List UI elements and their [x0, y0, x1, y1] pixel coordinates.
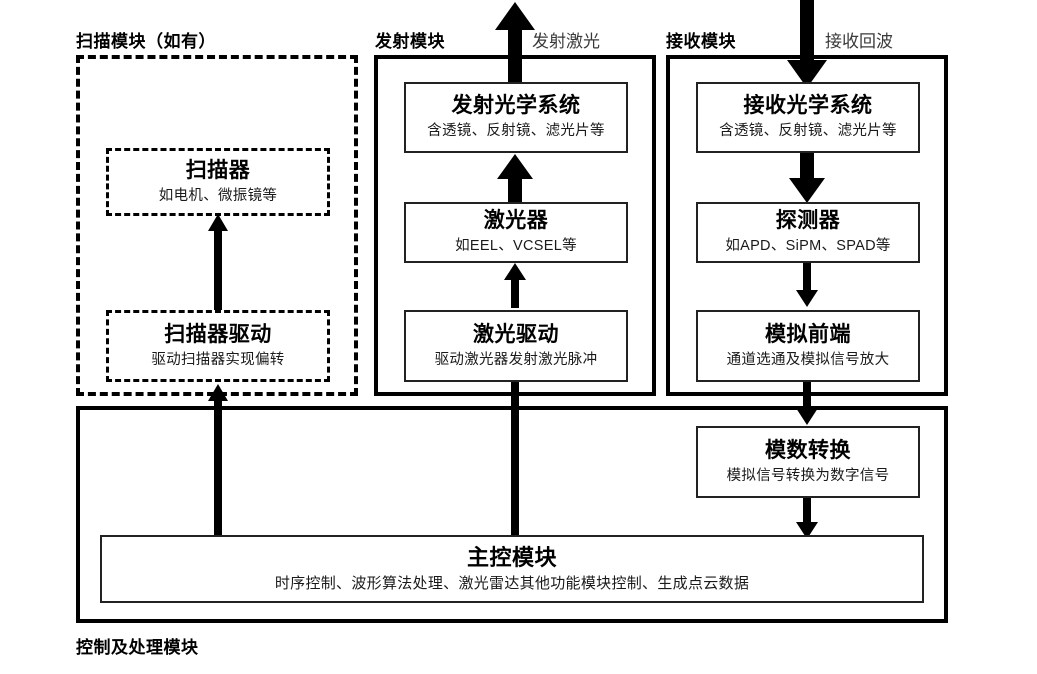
node-recv-optics-title: 接收光学系统 — [743, 94, 873, 118]
node-emit-optics[interactable]: 发射光学系统 含透镜、反射镜、滤光片等 — [404, 82, 628, 153]
node-scanner-title: 扫描器 — [185, 158, 251, 182]
flow-label-receive-echo: 接收回波 — [825, 32, 893, 51]
node-laser[interactable]: 激光器 如EEL、VCSEL等 — [404, 202, 628, 263]
group-caption-control-module: 控制及处理模块 — [76, 638, 199, 657]
node-laser-title: 激光器 — [483, 209, 549, 233]
node-scanner-subtitle: 如电机、微振镜等 — [158, 187, 278, 204]
arrow-laser-to-emit-optics — [492, 152, 538, 204]
arrow-recv-optics-to-detector — [784, 152, 830, 204]
node-adc-title: 模数转换 — [765, 438, 851, 462]
node-scanner-driver[interactable]: 扫描器驱动 驱动扫描器实现偏转 — [106, 310, 330, 382]
node-detector-title: 探测器 — [775, 209, 841, 233]
arrow-receive-echo-in — [784, 0, 830, 90]
arrow-scanner-driver-to-scanner — [204, 213, 232, 310]
node-laser-driver[interactable]: 激光驱动 驱动激光器发射激光脉冲 — [404, 310, 628, 382]
node-detector-subtitle: 如APD、SiPM、SPAD等 — [725, 238, 891, 255]
node-recv-optics[interactable]: 接收光学系统 含透镜、反射镜、滤光片等 — [696, 82, 920, 153]
flow-label-emit-laser: 发射激光 — [532, 32, 600, 51]
node-main-control-subtitle: 时序控制、波形算法处理、激光雷达其他功能模块控制、生成点云数据 — [274, 575, 750, 593]
group-caption-scan-module: 扫描模块（如有） — [76, 32, 216, 51]
node-emit-optics-subtitle: 含透镜、反射镜、滤光片等 — [427, 123, 605, 140]
node-analog-front-end-title: 模拟前端 — [765, 322, 851, 346]
node-recv-optics-subtitle: 含透镜、反射镜、滤光片等 — [719, 123, 897, 140]
arrow-afe-to-adc — [792, 378, 822, 426]
group-caption-emit-module: 发射模块 — [375, 32, 445, 51]
node-detector[interactable]: 探测器 如APD、SiPM、SPAD等 — [696, 202, 920, 263]
arrow-adc-to-mcu — [792, 494, 822, 540]
node-adc-subtitle: 模拟信号转换为数字信号 — [726, 467, 890, 484]
arrow-detector-to-afe — [792, 262, 822, 308]
node-analog-front-end-subtitle: 通道选通及模拟信号放大 — [726, 351, 890, 368]
node-main-control[interactable]: 主控模块 时序控制、波形算法处理、激光雷达其他功能模块控制、生成点云数据 — [100, 535, 924, 603]
arrow-laser-driver-to-laser — [500, 262, 530, 308]
node-scanner-driver-subtitle: 驱动扫描器实现偏转 — [151, 351, 285, 368]
node-analog-front-end[interactable]: 模拟前端 通道选通及模拟信号放大 — [696, 310, 920, 382]
node-scanner-driver-title: 扫描器驱动 — [164, 322, 272, 346]
arrow-emit-laser-out — [492, 0, 538, 90]
node-main-control-title: 主控模块 — [466, 544, 557, 570]
node-emit-optics-title: 发射光学系统 — [451, 94, 581, 118]
group-caption-receive-module: 接收模块 — [666, 32, 736, 51]
node-laser-subtitle: 如EEL、VCSEL等 — [455, 238, 577, 255]
node-adc[interactable]: 模数转换 模拟信号转换为数字信号 — [696, 426, 920, 498]
node-laser-driver-title: 激光驱动 — [473, 322, 559, 346]
node-scanner[interactable]: 扫描器 如电机、微振镜等 — [106, 148, 330, 216]
arrow-mcu-to-laser-driver — [500, 310, 530, 540]
arrow-mcu-to-scanner-driver — [204, 383, 232, 540]
node-laser-driver-subtitle: 驱动激光器发射激光脉冲 — [434, 351, 598, 368]
